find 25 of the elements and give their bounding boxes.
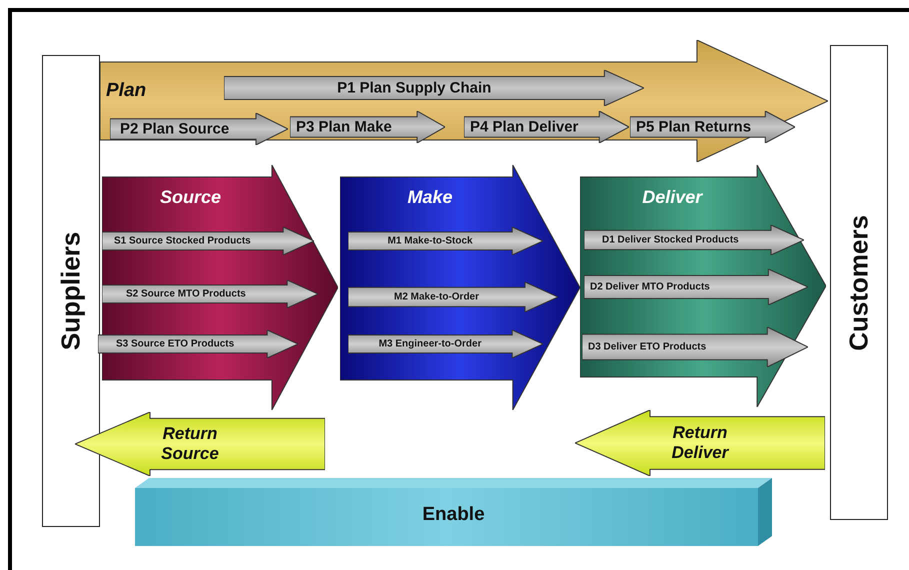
process-label: P3 Plan Make — [296, 118, 392, 136]
heading: Make — [406, 187, 454, 208]
suppliers-box — [42, 55, 100, 527]
vertical-label: Suppliers — [56, 232, 86, 350]
process-label: D1 Deliver Stocked Products — [602, 234, 739, 246]
heading: Plan — [106, 80, 146, 102]
process-label: P5 Plan Returns — [636, 118, 752, 136]
customers-box — [830, 45, 888, 520]
process-label: M1 Make-to-Stock — [386, 236, 474, 246]
heading: Source — [158, 187, 222, 208]
return-label: Return Deliver — [670, 423, 730, 463]
process-label: S2 Source MTO Products — [126, 288, 246, 300]
process-label: P2 Plan Source — [120, 120, 230, 138]
process-label: D3 Deliver ETO Products — [588, 342, 706, 352]
vertical-label: Customers — [844, 214, 874, 350]
process-label: P4 Plan Deliver — [470, 118, 578, 136]
process-label: M2 Make-to-Order — [392, 292, 480, 302]
process-label: P1 Plan Supply Chain — [336, 80, 492, 96]
process-label: M3 Engineer-to-Order — [378, 338, 482, 350]
return-label: Return Source — [160, 424, 220, 464]
process-label: S1 Source Stocked Products — [114, 236, 251, 246]
heading: Deliver — [641, 187, 704, 208]
bar-label: Enable — [421, 504, 486, 526]
process-label: D2 Deliver MTO Products — [590, 282, 710, 292]
process-label: S3 Source ETO Products — [116, 338, 234, 350]
